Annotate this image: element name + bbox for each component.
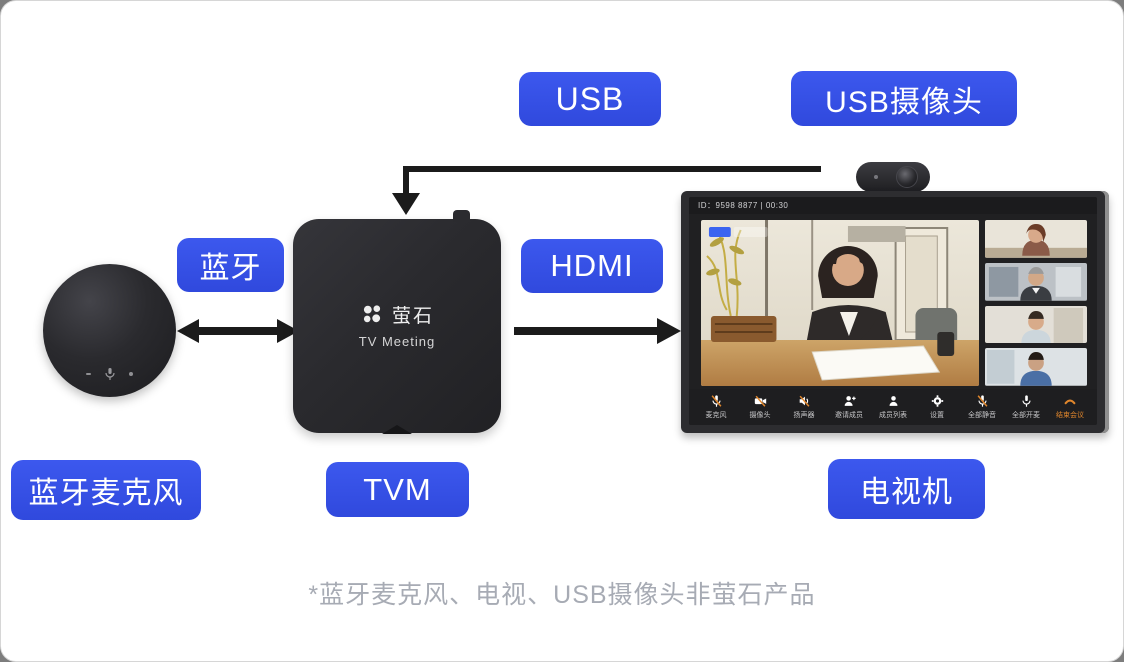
invite-member-icon [844, 396, 856, 406]
webcam-indicator-dot [874, 175, 878, 179]
camera-toggle-button[interactable]: 摄像头 [745, 394, 775, 420]
settings-button[interactable]: 设置 [922, 394, 952, 420]
usb-arrow [392, 166, 821, 215]
participant-thumbnail [985, 305, 1087, 344]
speaker-off-icon [799, 395, 809, 407]
webcam-lens [896, 166, 918, 188]
speaker-toggle-button[interactable]: 扬声器 [789, 394, 819, 420]
ezviz-flower-icon [363, 304, 381, 322]
toolbar-item-label: 设置 [930, 412, 944, 419]
mic-toggle-button[interactable]: 麦克风 [701, 394, 731, 420]
meeting-status-bar: ID：9598 8877 | 00:30 [689, 197, 1097, 214]
member-list-button[interactable]: 成员列表 [878, 394, 908, 420]
tvm-logo: 萤石 TV Meeting [293, 301, 501, 349]
unmute-all-button[interactable]: 全部开麦 [1011, 394, 1041, 420]
toolbar-item-label: 全部静音 [968, 412, 996, 419]
mute-all-icon [977, 395, 987, 407]
end-meeting-button[interactable]: 结束会议 [1055, 394, 1085, 420]
footnote-text: *蓝牙麦克风、电视、USB摄像头非萤石产品 [308, 581, 816, 609]
participant-thumbnail [985, 348, 1087, 386]
member-list-icon [889, 396, 897, 406]
speaker-badge [708, 227, 731, 237]
invite-member-button[interactable]: 邀请成员 [834, 394, 864, 420]
bluetooth-mic-label: 蓝牙麦克风 [11, 460, 201, 520]
tvm-front-notch [382, 425, 412, 434]
tvm-device: 萤石 TV Meeting [293, 210, 501, 434]
tv-device: ID：9598 8877 | 00:30 [681, 191, 1109, 433]
bluetooth-pair-dot-icon [129, 372, 133, 376]
hdmi-connection-label: HDMI [521, 239, 663, 293]
microphone-icon [105, 368, 115, 380]
toolbar-item-label: 成员列表 [879, 412, 907, 419]
meeting-id-text: ID：9598 8877 | 00:30 [698, 201, 789, 210]
settings-gear-icon [931, 395, 943, 407]
toolbar-item-label: 扬声器 [793, 412, 815, 419]
usb-connection-label: USB [519, 72, 661, 126]
toolbar-item-label: 摄像头 [749, 412, 771, 419]
main-video-feed [701, 220, 979, 386]
toolbar-item-label: 结束会议 [1056, 412, 1084, 419]
camera-off-icon [754, 395, 766, 407]
mute-all-button[interactable]: 全部静音 [967, 394, 997, 420]
tv-label: 电视机 [828, 459, 985, 519]
meeting-toolbar: 麦克风 摄像头 [689, 389, 1097, 425]
usb-webcam-device [856, 162, 930, 192]
participant-thumbnail [985, 220, 1087, 258]
participant-thumbnail [985, 262, 1087, 301]
tvm-label: TVM [326, 462, 469, 517]
bluetooth-microphone-device [43, 264, 176, 397]
bluetooth-connection-label: 蓝牙 [177, 238, 284, 292]
bluetooth-arrow [177, 319, 299, 343]
tvm-product-text: TV Meeting [358, 334, 436, 349]
toolbar-item-label: 邀请成员 [835, 412, 863, 419]
usb-camera-label: USB摄像头 [791, 71, 1017, 126]
mic-controls [43, 367, 176, 381]
end-meeting-icon [1064, 399, 1076, 405]
tv-screen: ID：9598 8877 | 00:30 [689, 197, 1097, 425]
toolbar-item-label: 全部开麦 [1012, 412, 1040, 419]
participant-sidebar [985, 220, 1087, 386]
mic-off-icon [711, 395, 721, 407]
unmute-all-icon [1021, 395, 1031, 407]
hdmi-arrow [514, 318, 681, 344]
volume-minus-icon [86, 373, 91, 375]
toolbar-item-label: 麦克风 [705, 412, 727, 419]
tvm-brand-text: 萤石 [391, 306, 434, 327]
tvm-antenna-nub [453, 210, 470, 222]
